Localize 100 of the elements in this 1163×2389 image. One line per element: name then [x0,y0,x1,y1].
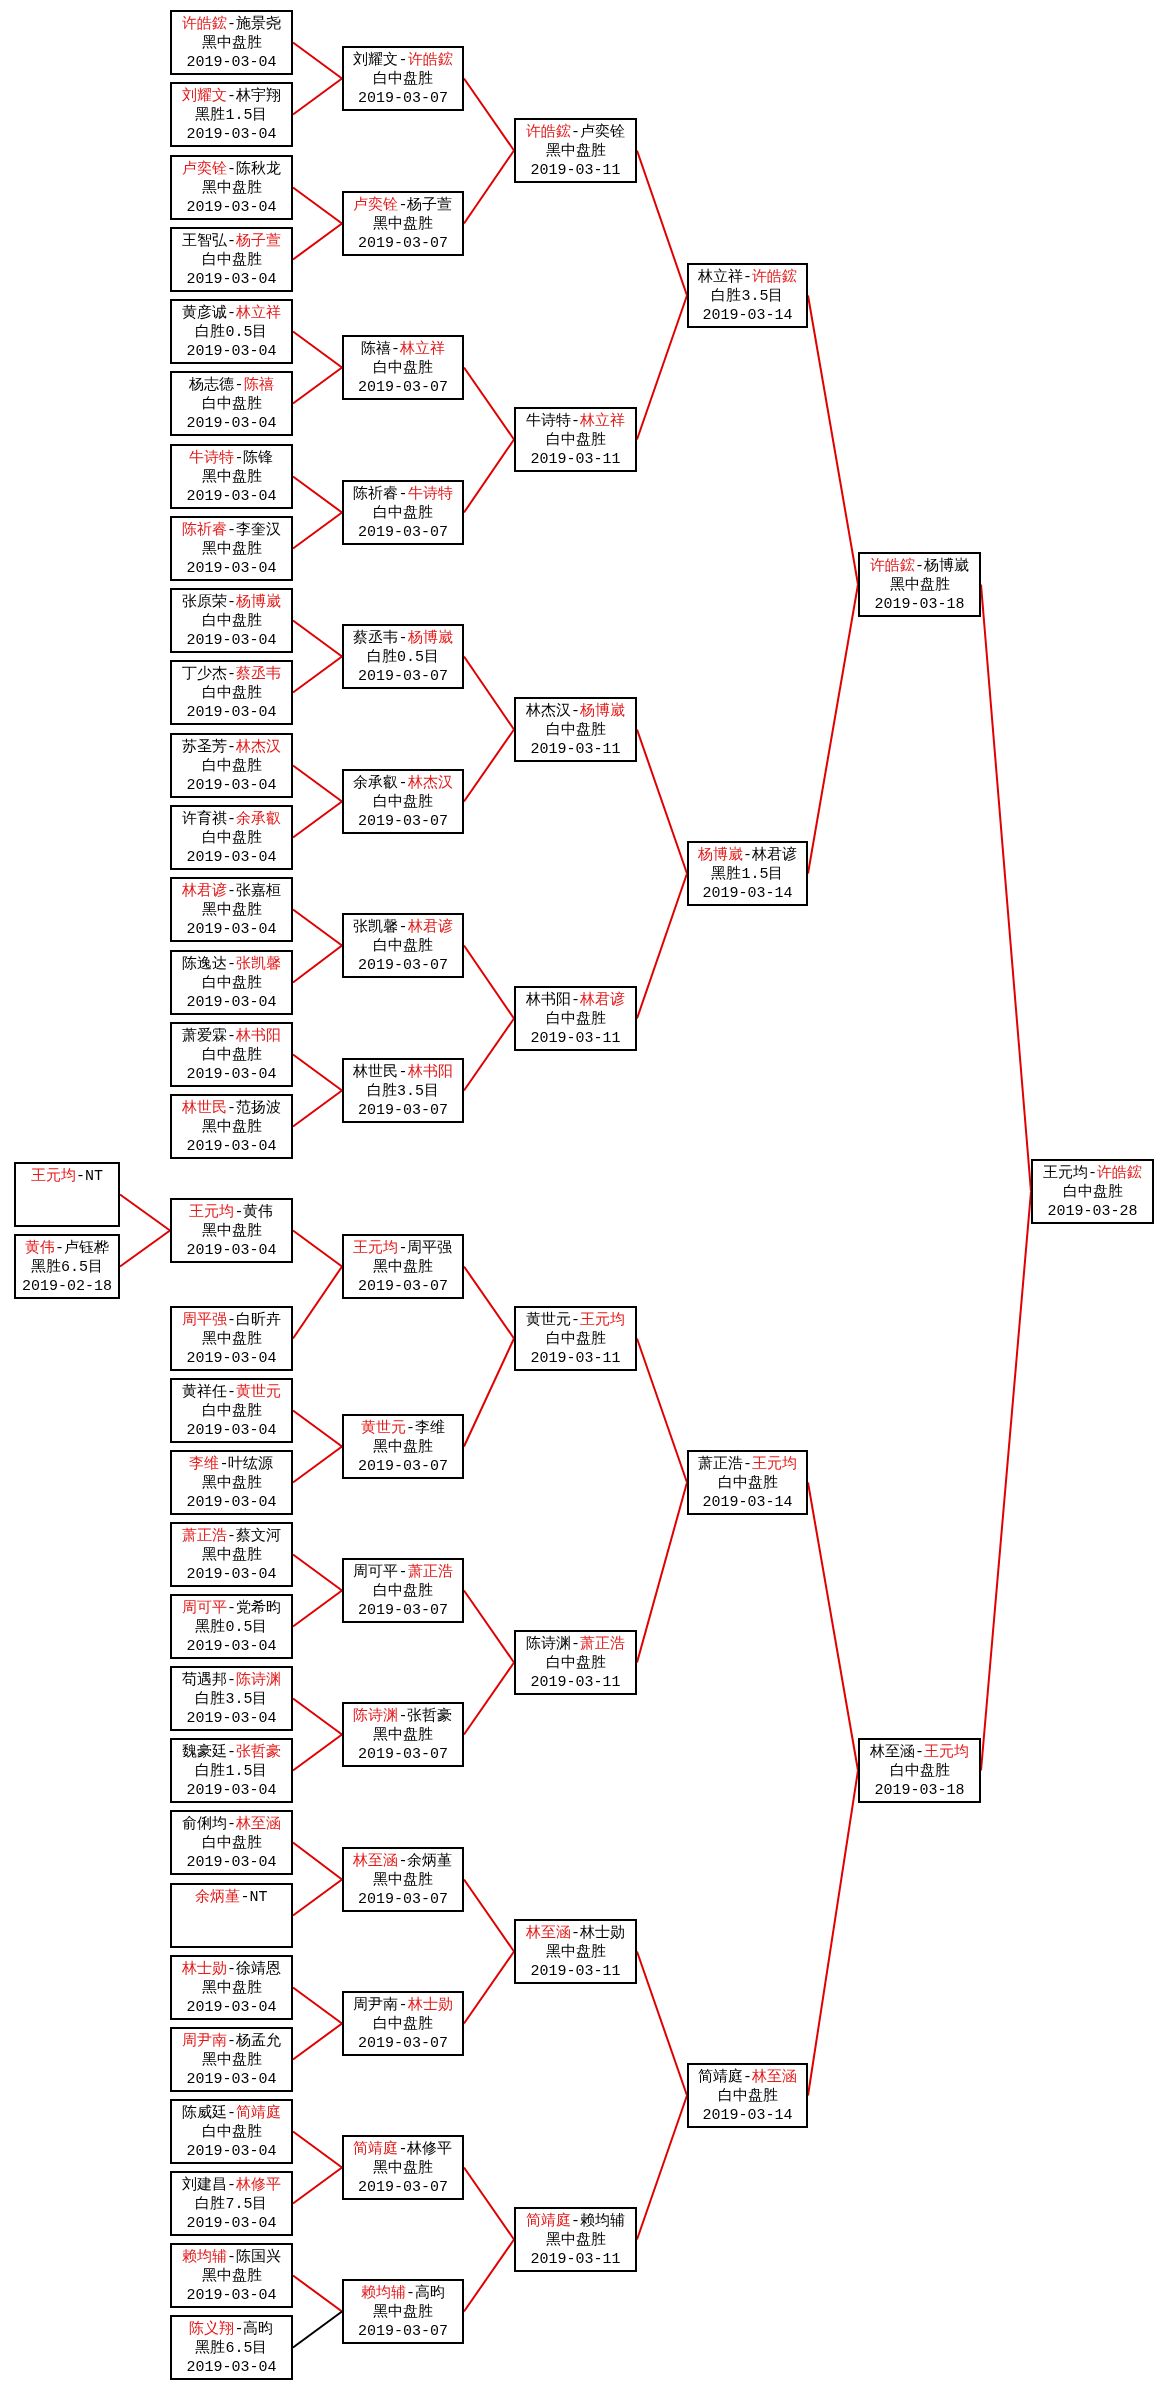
game-date: 2019-03-04 [186,1998,277,2017]
match-box [687,2063,808,2128]
match-box [514,407,637,472]
game-date: 2019-03-11 [530,1349,621,1368]
match-box [170,155,293,220]
game-date: 2019-03-04 [186,2142,277,2161]
player-names: 王元均-黄伟 [189,1203,274,1222]
game-result: 白中盘胜 [201,251,262,270]
bracket-line [292,1053,343,1092]
game-date: 2019-03-04 [186,198,277,217]
bracket-line [292,800,343,839]
match-box [170,1094,293,1159]
player-names: 林书阳-林君谚 [526,991,625,1010]
player-names: 张凯馨-林君谚 [353,918,453,937]
bracket-line [292,1841,343,1881]
game-date: 2019-03-04 [186,2070,277,2089]
player-names: 陈禧-林立祥 [361,340,445,359]
game-result: 白胜3.5目 [711,287,784,306]
game-date: 2019-03-04 [186,1637,277,1656]
game-date: 2019-03-07 [358,234,448,253]
game-result: 白中盘胜 [1062,1183,1123,1202]
game-result: 黑中盘胜 [373,1726,433,1745]
bracket-line [292,764,343,803]
game-result: 白胜0.5目 [195,323,268,342]
match-box [170,371,293,436]
game-date: 2019-03-28 [1047,1202,1138,1221]
bracket-line [292,2274,343,2313]
match-box [170,2315,293,2380]
player-names: 刘耀文-许皓鋐 [353,51,453,70]
player-names: 刘建昌-林修平 [182,2176,281,2195]
match-box [170,2243,293,2308]
bracket-line [292,1733,343,1772]
match-box [342,624,464,689]
player-names: 黄彦诚-林立祥 [182,304,281,323]
bracket-line [292,2130,343,2169]
game-result: 白中盘胜 [545,1654,606,1673]
player-names: 周尹南-杨孟允 [182,2032,281,2051]
match-box [342,1058,464,1123]
bracket-line [292,944,343,984]
match-box [170,1522,293,1587]
player-names: 苏圣芳-林杰汉 [182,738,281,757]
match-box [170,877,293,942]
player-names: 周尹南-林士勋 [353,1996,453,2015]
player-names: 陈祈睿-李奎汉 [182,521,281,540]
player-names: 林至涵-余炳堇 [353,1852,453,1871]
bracket-line [292,1089,343,1128]
player-names: 黄祥任-黄世元 [182,1383,281,1402]
game-result: 黑中盘胜 [201,1546,262,1565]
bracket-line [292,2310,343,2349]
game-date: 2019-03-04 [186,1349,277,1368]
bracket-line [463,1017,515,1092]
game-date: 2019-03-04 [186,993,277,1012]
game-result: 白胜7.5目 [195,2195,268,2214]
player-names: 简靖庭-赖均辅 [526,2212,625,2231]
player-names: 余承叡-林杰汉 [353,774,453,793]
game-result: 白中盘胜 [201,1046,262,1065]
game-result: 白中盘胜 [545,1330,606,1349]
match-box [342,913,464,978]
game-date: 2019-03-11 [530,1029,621,1048]
player-names: 陈祈睿-牛诗特 [353,485,453,504]
bracket-line [292,366,343,405]
game-result: 白中盘胜 [717,2087,778,2106]
game-result: 黑胜0.5目 [195,1618,268,1637]
bracket-line [292,1445,343,1484]
player-names: 张原荣-杨博崴 [182,593,281,612]
player-names: 陈诗渊-张哲豪 [353,1707,453,1726]
player-names: 周可平-萧正浩 [353,1563,453,1582]
game-result: 白中盘胜 [373,70,433,89]
bracket-line [292,475,343,514]
player-names: 蔡丞韦-杨博崴 [353,629,453,648]
game-date: 2019-03-04 [186,1493,277,1512]
game-date: 2019-03-07 [358,1277,448,1296]
match-box [170,516,293,581]
game-result: 白胜3.5目 [195,1690,268,1709]
bracket-line [463,1265,515,1340]
game-result: 黑胜6.5目 [195,2339,268,2358]
match-box [14,1162,120,1227]
bracket-line [292,1878,343,1917]
match-box [170,1450,293,1515]
game-result: 黑中盘胜 [545,142,606,161]
player-names: 林至涵-王元均 [870,1743,969,1762]
game-result: 白中盘胜 [717,1474,778,1493]
game-result: 黑中盘胜 [373,2159,433,2178]
player-names: 林君谚-张嘉桓 [182,882,281,901]
game-date: 2019-03-04 [186,1781,277,1800]
match-box [170,588,293,653]
game-result: 白胜3.5目 [367,1082,439,1101]
game-result: 白中盘胜 [889,1762,950,1781]
match-box [170,1022,293,1087]
bracket-line [292,2022,343,2061]
match-box [514,697,637,762]
player-names: 林世民-林书阳 [353,1063,453,1082]
match-box [687,841,808,906]
game-result: 白中盘胜 [201,757,262,776]
match-box [170,82,293,147]
match-box [342,1847,464,1912]
game-result: 白中盘胜 [201,395,262,414]
game-result: 黑中盘胜 [201,1222,262,1241]
game-date: 2019-03-07 [358,1101,448,1120]
match-box [687,1450,808,1515]
